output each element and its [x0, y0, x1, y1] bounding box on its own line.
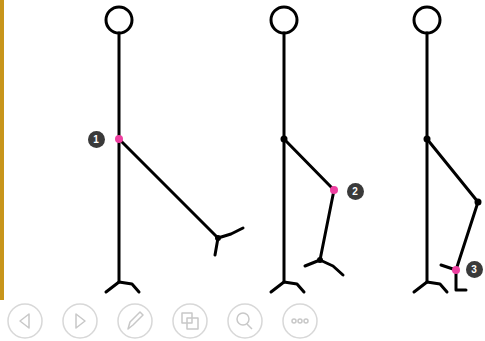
figure-two	[271, 7, 343, 292]
side-bar	[0, 0, 4, 300]
pivot-dot	[115, 135, 123, 143]
toolbar	[8, 304, 317, 338]
callout-number: 2	[347, 183, 364, 200]
pivot-dot	[330, 186, 338, 194]
toolbar-icons	[20, 312, 308, 329]
joint-dot	[475, 199, 482, 206]
callout-number: 3	[466, 261, 483, 278]
callout-number: 1	[88, 131, 105, 148]
figure-three	[414, 7, 478, 292]
joint-dot	[317, 257, 323, 263]
pivot-dot	[452, 266, 460, 274]
figure-one	[106, 7, 243, 292]
joint-dot	[281, 136, 288, 143]
joint-dot	[424, 136, 431, 143]
joint-dot	[215, 235, 221, 241]
